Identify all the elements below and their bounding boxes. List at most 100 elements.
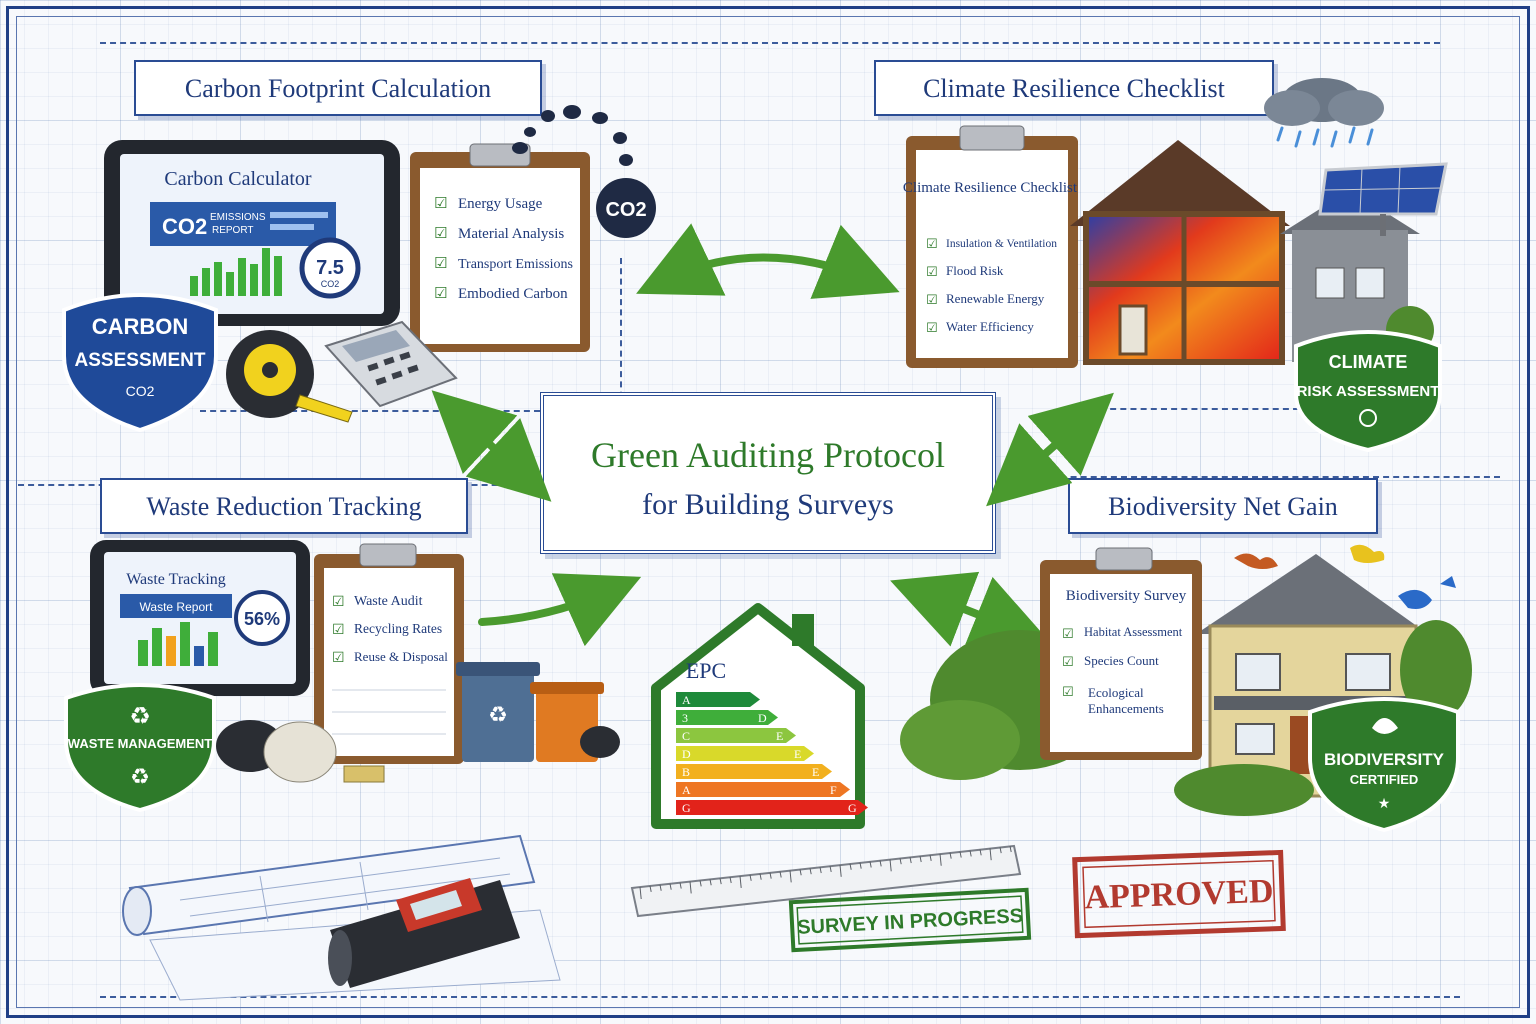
ruler-tick: [939, 853, 942, 866]
svg-text:ASSESSMENT: ASSESSMENT: [75, 350, 206, 371]
epc-band-letter: 3: [682, 711, 688, 725]
svg-text:REPORT: REPORT: [212, 225, 254, 236]
guide-line: [100, 996, 1460, 998]
ruler-tick: [899, 858, 902, 865]
svg-text:☑: ☑: [434, 255, 447, 272]
leaf-icon: [1372, 718, 1398, 734]
ruler-tick: [699, 880, 702, 887]
svg-text:Energy Usage: Energy Usage: [458, 196, 543, 212]
ruler-tick: [989, 848, 992, 861]
thermal-house-icon: [1070, 140, 1434, 368]
survey-stamp: SURVEY IN PROGRESS: [788, 887, 1032, 953]
epc-label: EPC: [686, 658, 726, 683]
climate-badge: CLIMATE RISK ASSESSMENT: [1294, 330, 1442, 453]
climate-title: Climate Resilience Checklist: [923, 74, 1225, 103]
epc-band-6: [676, 800, 868, 815]
svg-text:CARBON: CARBON: [92, 314, 189, 339]
waste-bar-chart: [138, 622, 218, 666]
ruler-tick: [769, 872, 772, 879]
svg-text:Renewable Energy: Renewable Energy: [946, 291, 1045, 306]
svg-text:☑: ☑: [434, 225, 447, 242]
ruler-icon: [630, 844, 1022, 918]
waste-clipboard: ☑ Waste Audit ☑ Recycling Rates ☑ Reuse …: [314, 543, 464, 764]
svg-text:BIODIVERSITY: BIODIVERSITY: [1324, 750, 1445, 769]
ruler-tick: [649, 885, 652, 892]
svg-text:CLIMATE: CLIMATE: [1329, 352, 1408, 372]
epc-band-rating: D: [758, 711, 767, 725]
svg-text:CERTIFIED: CERTIFIED: [1350, 772, 1419, 787]
svg-text:Habitat Assessment: Habitat Assessment: [1084, 625, 1183, 639]
svg-text:CO2: CO2: [321, 279, 340, 289]
svg-text:Flood Risk: Flood Risk: [946, 263, 1004, 278]
svg-text:♻: ♻: [488, 702, 508, 727]
ruler-tick: [789, 870, 792, 883]
svg-text:Recycling Rates: Recycling Rates: [354, 621, 442, 636]
carbon-tablet: Carbon Calculator CO2 EMISSIONS REPORT 7…: [104, 140, 400, 326]
ruler-tick: [969, 850, 972, 857]
ruler-tick: [879, 860, 882, 867]
arrow-carbon-climate: [636, 223, 900, 299]
svg-text:☑: ☑: [332, 621, 345, 637]
svg-text:Water Efficiency: Water Efficiency: [946, 319, 1034, 334]
svg-text:☑: ☑: [332, 649, 345, 665]
ruler-tick: [669, 883, 672, 890]
epc-band-letter: A: [682, 783, 691, 797]
ruler-tick: [719, 878, 722, 885]
guide-line: [620, 258, 622, 408]
ruler-tick: [929, 854, 932, 861]
svg-text:☑: ☑: [1062, 626, 1074, 641]
waste-title: Waste Reduction Tracking: [146, 492, 422, 521]
svg-text:Ecological: Ecological: [1088, 685, 1144, 700]
inner-frame: [16, 16, 1520, 1008]
ruler-tick: [679, 882, 682, 889]
svg-text:Waste Tracking: Waste Tracking: [126, 571, 226, 588]
carbon-badge: CARBON ASSESSMENT CO2: [62, 293, 218, 433]
central-title: Green Auditing Protocol: [591, 435, 945, 475]
guide-line: [1100, 408, 1360, 410]
recycling-bins-icon: ♻: [216, 662, 620, 783]
epc-band-letter: D: [682, 747, 691, 761]
svg-text:Insulation & Ventilation: Insulation & Ventilation: [946, 238, 1057, 250]
ruler-tick: [919, 855, 922, 863]
epc-band-1: [676, 710, 778, 725]
solar-panel-icon: [1318, 162, 1448, 236]
ruler-tick: [659, 884, 662, 891]
epc-band-4: [676, 764, 832, 779]
svg-text:CO2: CO2: [162, 214, 207, 239]
epc-band-rating: E: [794, 747, 801, 761]
svg-text:☑: ☑: [926, 236, 938, 251]
outer-frame: [6, 6, 1530, 1018]
guide-line: [1000, 476, 1500, 478]
epc-band-5: [676, 782, 850, 797]
birds-icon: [1234, 544, 1456, 609]
carbon-title-box: Carbon Footprint Calculation: [134, 60, 542, 116]
laser-measure-icon: [328, 878, 520, 988]
ruler-tick: [849, 863, 852, 870]
central-subtitle: for Building Surveys: [642, 488, 894, 521]
footprint-co2-label: CO2: [605, 199, 646, 221]
svg-text:Embodied Carbon: Embodied Carbon: [458, 286, 568, 302]
svg-text:☑: ☑: [332, 593, 345, 609]
epc-band-letter: A: [682, 693, 691, 707]
svg-text:Waste Audit: Waste Audit: [354, 594, 423, 609]
svg-text:Enhancements: Enhancements: [1088, 701, 1164, 716]
epc-band-rating: F: [830, 783, 837, 797]
epc-band-rating: E: [812, 765, 819, 779]
ruler-tick: [999, 847, 1002, 854]
ruler-tick: [839, 864, 842, 877]
waste-value: 56%: [244, 609, 280, 629]
star-icon: ★: [1378, 795, 1391, 811]
carbon-title: Carbon Footprint Calculation: [184, 74, 492, 103]
epc-band-letter: B: [682, 765, 690, 779]
arrow-climate-central: [986, 392, 1114, 507]
ruler-tick: [729, 876, 732, 884]
epc-band-2: [676, 728, 796, 743]
svg-text:WASTE MANAGEMENT: WASTE MANAGEMENT: [68, 736, 213, 751]
svg-text:Species Count: Species Count: [1084, 653, 1159, 668]
ruler-tick: [889, 859, 892, 872]
epc-band-letter: G: [682, 801, 691, 815]
svg-text:☑: ☑: [434, 195, 447, 212]
epc-band-3: [676, 746, 814, 761]
waste-title-box: Waste Reduction Tracking: [100, 478, 468, 534]
